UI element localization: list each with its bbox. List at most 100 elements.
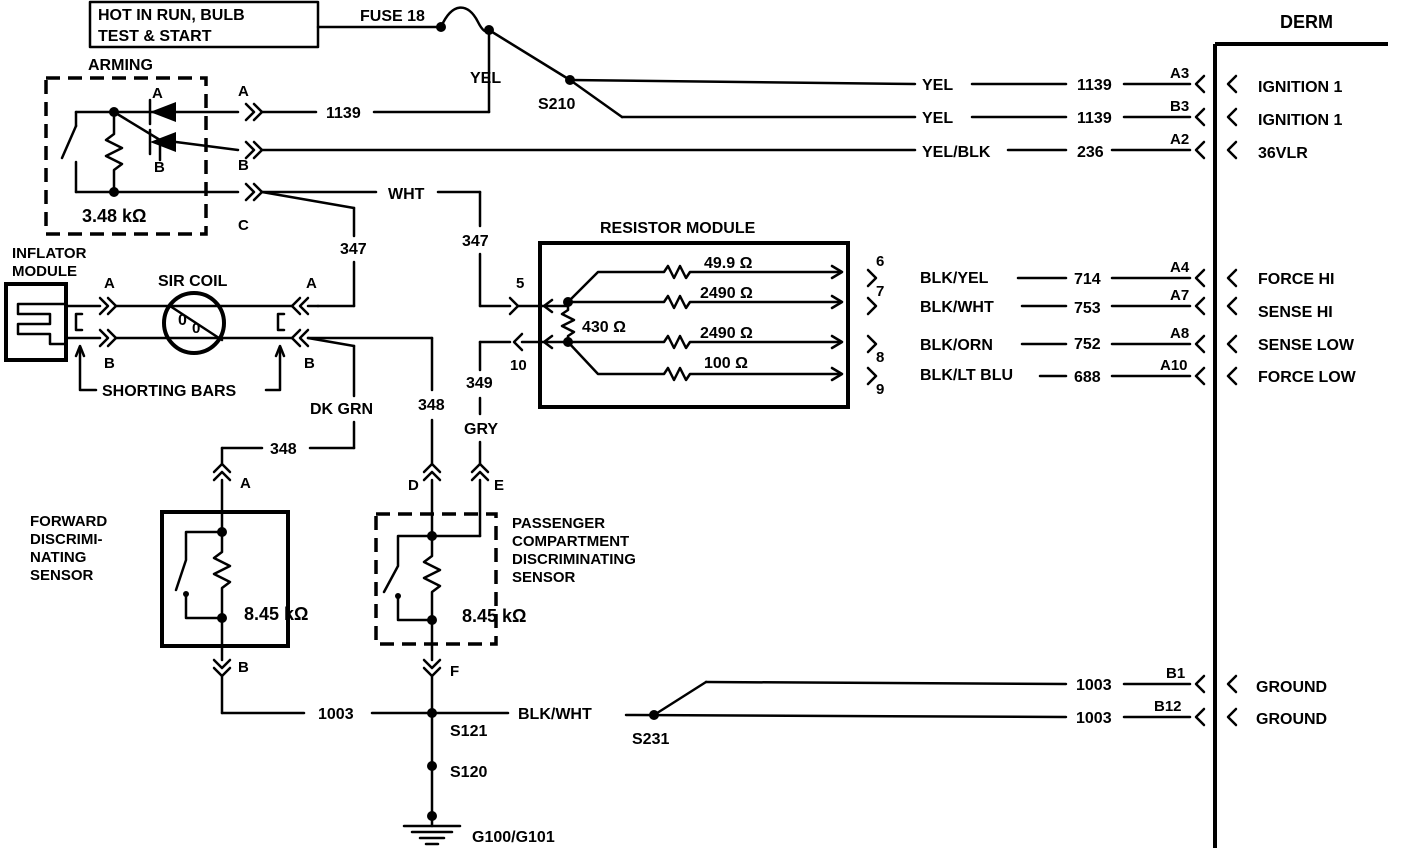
- power-label-line1: HOT IN RUN, BULB: [98, 7, 245, 24]
- passenger-sensor-title-3: DISCRIMINATING: [512, 551, 636, 568]
- forward-sensor-title-2: DISCRIMI-: [30, 531, 103, 548]
- inflator-title-1: INFLATOR: [12, 245, 87, 262]
- derm-row-6-color: BLK/ORN: [920, 337, 993, 354]
- rm-center-resistance: 430 Ω: [582, 319, 626, 336]
- derm-row-1-pin: A3: [1170, 65, 1189, 82]
- forward-pin-b: B: [238, 659, 249, 676]
- arming-title: ARMING: [88, 57, 153, 74]
- rm-pin-7: 7: [876, 283, 884, 300]
- fuse-symbol: [439, 6, 492, 33]
- svg-text:0: 0: [178, 312, 187, 329]
- splice-s121: S121: [450, 723, 487, 740]
- derm-title: DERM: [1280, 12, 1333, 32]
- derm-row-2-name: IGNITION 1: [1258, 112, 1343, 129]
- derm-row-9-circuit: 1003: [1076, 710, 1112, 727]
- derm-row-5-pin: A7: [1170, 287, 1189, 304]
- forward-pin-a: A: [240, 475, 251, 492]
- wire-348-forward: 348: [270, 441, 297, 458]
- rm-center-resistor: [560, 300, 576, 344]
- rm-pin-9: 9: [876, 381, 884, 398]
- derm-row-9-name: GROUND: [1256, 711, 1327, 728]
- derm-row-8-circuit: 1003: [1076, 677, 1112, 694]
- derm-row-4-color: BLK/YEL: [920, 270, 989, 287]
- passenger-sensor-box: [374, 512, 498, 646]
- ground-label: G100/G101: [472, 829, 555, 846]
- shorting-bars-label: SHORTING BARS: [102, 383, 237, 400]
- forward-sensor-box: [160, 510, 290, 648]
- passenger-sensor-resistance: 8.45 kΩ: [462, 606, 526, 626]
- wire-349-label: 349: [466, 375, 493, 392]
- derm-row-7-name: FORCE LOW: [1258, 369, 1357, 386]
- derm-row-3-name: 36VLR: [1258, 145, 1308, 162]
- splice-s231: S231: [632, 731, 669, 748]
- derm-row-4-pin: A4: [1170, 259, 1190, 276]
- derm-row-2-color: YEL: [922, 110, 953, 127]
- derm-row-5-color: BLK/WHT: [920, 299, 994, 316]
- derm-row-1-circuit: 1139: [1077, 77, 1112, 94]
- derm-row-5-name: SENSE HI: [1258, 304, 1333, 321]
- svg-text:0: 0: [192, 320, 200, 337]
- splice-s120: S120: [450, 764, 487, 781]
- ground-icon: [402, 814, 462, 846]
- inflator-pin-a: A: [104, 275, 115, 292]
- arming-pin-b: B: [238, 157, 249, 174]
- derm-row-7-pin: A10: [1160, 357, 1188, 374]
- derm-row-6-name: SENSE LOW: [1258, 337, 1355, 354]
- passenger-pin-d: D: [408, 477, 419, 494]
- forward-sensor-title-1: FORWARD: [30, 513, 107, 530]
- derm-row-8-name: GROUND: [1256, 679, 1327, 696]
- rm-resistor-3: 2490 Ω: [700, 325, 753, 342]
- arming-pin-c: C: [238, 217, 249, 234]
- sir-coil-title: SIR COIL: [158, 273, 228, 290]
- derm-row-4-circuit: 714: [1074, 271, 1101, 288]
- derm-row-9-pin: B12: [1154, 698, 1182, 715]
- wire-347-right: 347: [462, 233, 489, 250]
- power-label-box: [88, 0, 320, 49]
- wire-dk-grn-label: DK GRN: [310, 401, 373, 418]
- forward-sensor-title-4: SENSOR: [30, 567, 94, 584]
- derm-row-2-pin: B3: [1170, 98, 1189, 115]
- resistor-module-box: [538, 241, 850, 409]
- fuse-label: FUSE 18: [360, 8, 425, 25]
- arming-resistor: [104, 110, 124, 194]
- resistor-module-title: RESISTOR MODULE: [600, 220, 756, 237]
- splice-s210: S210: [538, 96, 575, 113]
- arming-diode-b-label: B: [154, 159, 165, 176]
- derm-row-8-pin: B1: [1166, 665, 1185, 682]
- rm-pin-10: 10: [510, 357, 527, 374]
- derm-row-4-name: FORCE HI: [1258, 271, 1334, 288]
- inflator-module-box: [4, 282, 68, 362]
- derm-row-1-color: YEL: [922, 77, 953, 94]
- passenger-sensor-title-2: COMPARTMENT: [512, 533, 629, 550]
- wire-348-passenger: 348: [418, 397, 445, 414]
- rm-pin-5: 5: [516, 275, 524, 292]
- passenger-pin-f: F: [450, 663, 459, 680]
- passenger-sensor-title-1: PASSENGER: [512, 515, 605, 532]
- rm-resistor-1: 49.9 Ω: [704, 255, 753, 272]
- arming-diode-a: [112, 110, 162, 162]
- wire-347-left: 347: [340, 241, 367, 258]
- rm-pin-6: 6: [876, 253, 884, 270]
- yel-label-vertical: YEL: [470, 70, 501, 87]
- forward-sensor-resistance: 8.45 kΩ: [244, 604, 308, 624]
- inflator-title-2: MODULE: [12, 263, 77, 280]
- arming-sensor-box: [44, 76, 208, 236]
- derm-row-7-circuit: 688: [1074, 369, 1101, 386]
- sir-coil-pin-b: B: [304, 355, 315, 372]
- arming-resistance: 3.48 kΩ: [82, 206, 146, 226]
- wire-wht-label: WHT: [388, 186, 425, 203]
- forward-sensor-title-3: NATING: [30, 549, 86, 566]
- forward-sensor-resistor: [212, 530, 232, 620]
- arming-diode-a-label: A: [152, 85, 163, 102]
- derm-row-7-color: BLK/LT BLU: [920, 367, 1013, 384]
- derm-row-5-circuit: 753: [1074, 300, 1101, 317]
- derm-row-3-circuit: 236: [1077, 144, 1104, 161]
- passenger-pin-e: E: [494, 477, 504, 494]
- sir-coil-pin-a: A: [306, 275, 317, 292]
- arming-pin-a: A: [238, 83, 249, 100]
- inflator-pin-b: B: [104, 355, 115, 372]
- wire-1139-arming: 1139: [326, 105, 361, 122]
- passenger-sensor-title-4: SENSOR: [512, 569, 576, 586]
- inflator-element: [16, 302, 68, 346]
